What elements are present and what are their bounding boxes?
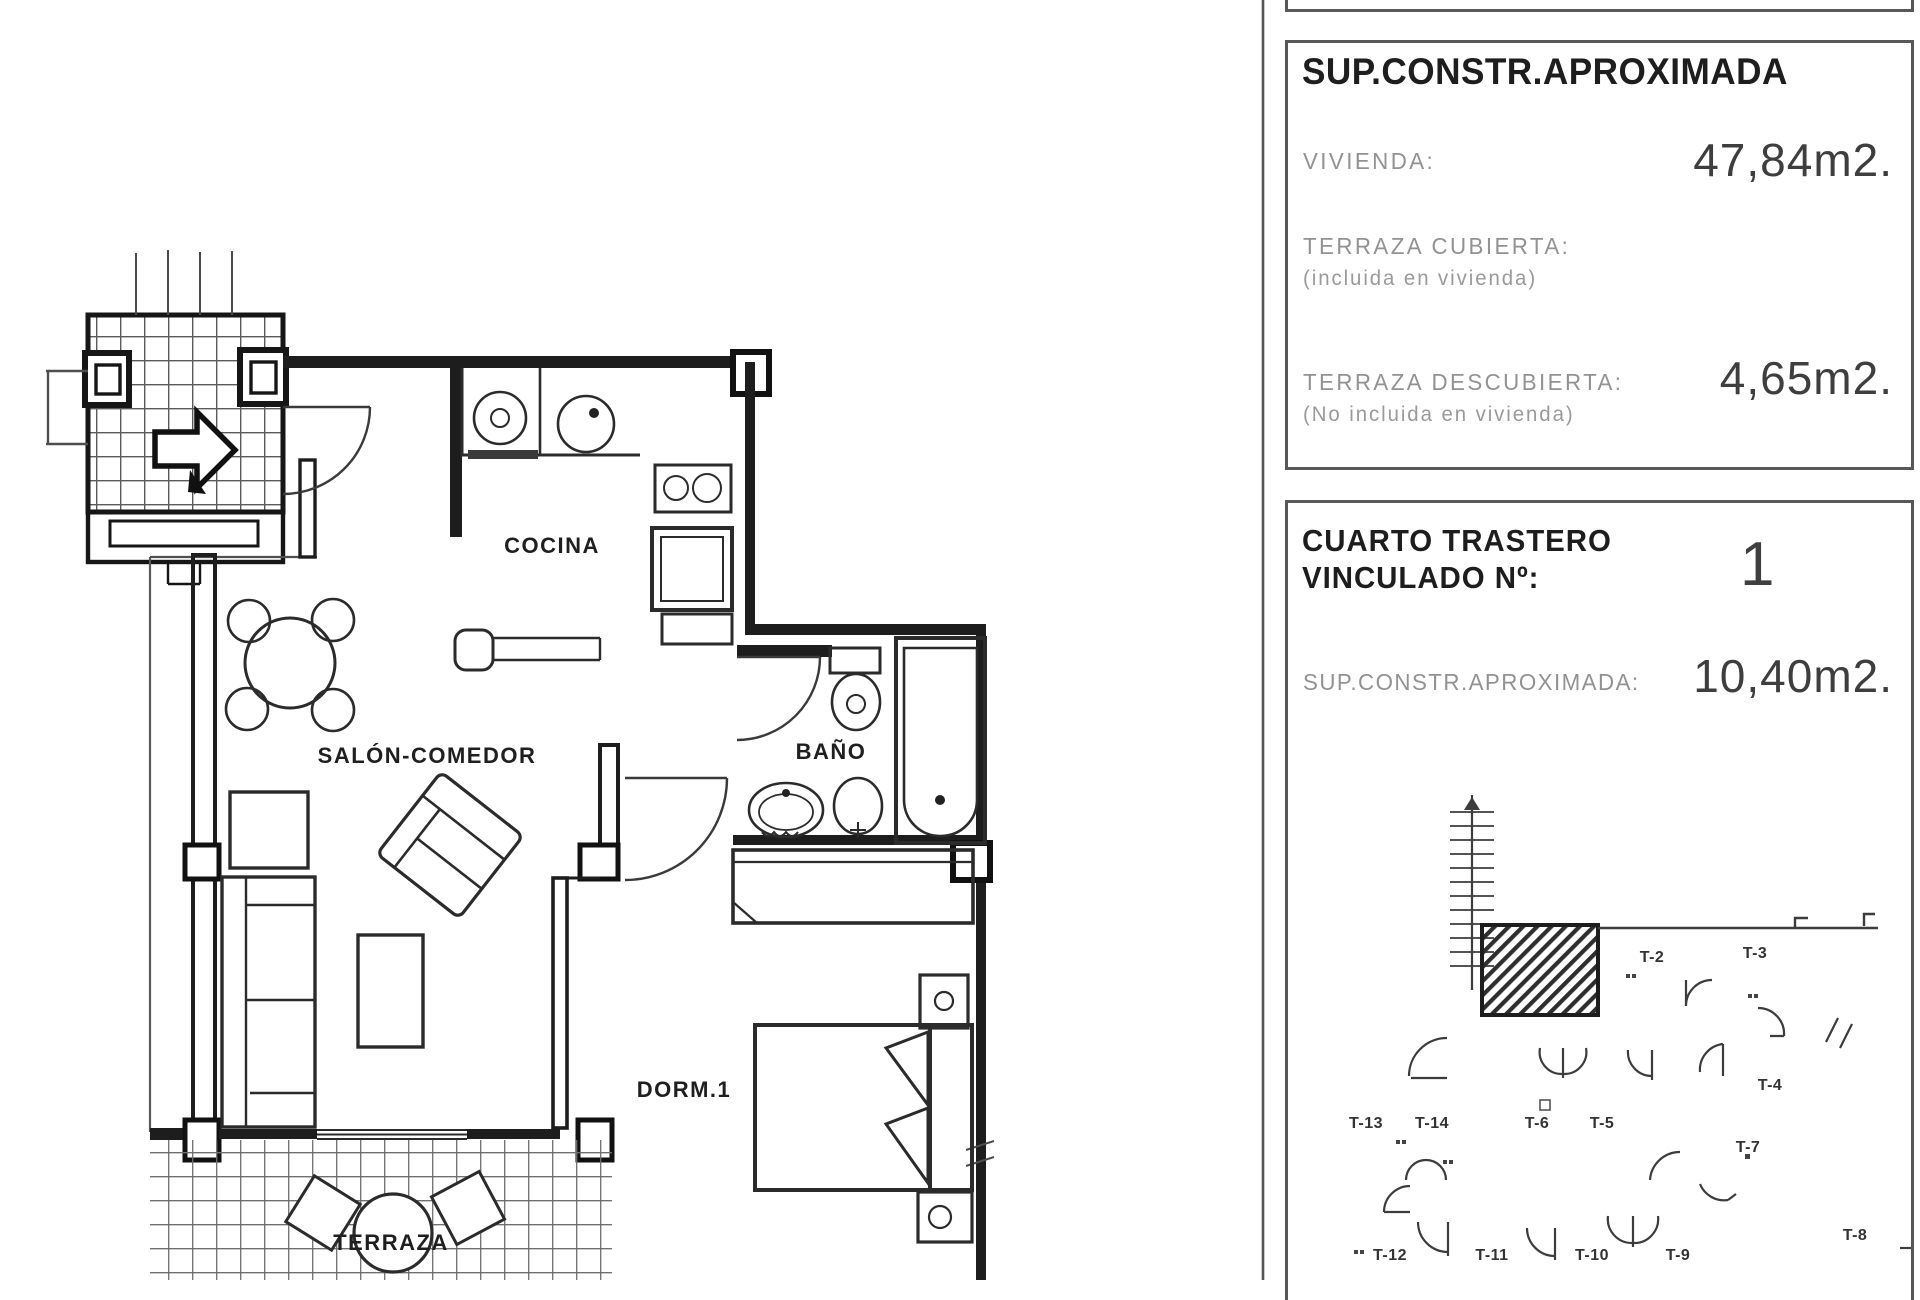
fridge bbox=[650, 526, 734, 612]
bed bbox=[753, 1023, 974, 1192]
vivienda-label: VIVIENDA: bbox=[1303, 148, 1436, 174]
nightstand-2 bbox=[916, 1190, 974, 1244]
trastero-title-line1: CUARTO TRASTERO bbox=[1302, 523, 1612, 558]
sideboard bbox=[453, 628, 602, 672]
washbasin-icon bbox=[747, 781, 825, 839]
room-label-bedroom: DORM.1 bbox=[637, 1077, 732, 1102]
unit-label: T-12 bbox=[1373, 1247, 1407, 1264]
door-arcs bbox=[282, 405, 822, 882]
room-label-kitchen: COCINA bbox=[504, 533, 600, 558]
armchair bbox=[378, 773, 522, 917]
vivienda-value: 47,84m2. bbox=[1693, 134, 1893, 186]
surface-summary-box: SUP.CONSTR.APROXIMADA VIVIENDA: 47,84m2.… bbox=[1285, 40, 1914, 470]
entry-arrow-icon bbox=[152, 405, 239, 495]
unit-label: T-13 bbox=[1349, 1115, 1383, 1132]
stairwell bbox=[46, 250, 317, 586]
terraza-cubierta-note: (incluida en vivienda) bbox=[1303, 267, 1538, 290]
unit-label: T-7 bbox=[1736, 1139, 1761, 1156]
terrace bbox=[150, 1140, 612, 1280]
coffee-table bbox=[356, 933, 425, 1049]
mini-siteplan: T-2 T-3 T-4 T-5 T-6 T-7 T-8 T-9 T-10 T-1… bbox=[1349, 795, 1912, 1264]
trastero-number: 1 bbox=[1740, 530, 1775, 599]
washer-icon bbox=[472, 390, 528, 446]
bedroom-furniture bbox=[731, 848, 975, 1244]
panel-title: SUP.CONSTR.APROXIMADA bbox=[1302, 51, 1788, 92]
unit-label: T-10 bbox=[1575, 1247, 1609, 1264]
unit-label: T-2 bbox=[1640, 949, 1665, 966]
toilet-icon bbox=[828, 646, 882, 732]
terrace-chair bbox=[283, 1173, 363, 1253]
side-table bbox=[228, 790, 310, 870]
bathroom-fixtures bbox=[747, 636, 987, 845]
trastero-highlight bbox=[1480, 923, 1600, 1017]
dining-table bbox=[243, 616, 337, 710]
room-label-terrace: TERRAZA bbox=[333, 1230, 449, 1255]
sink-unit bbox=[653, 463, 733, 514]
unit-label: T-8 bbox=[1843, 1227, 1868, 1244]
entry-door-arc bbox=[282, 405, 372, 496]
unit-label: T-5 bbox=[1590, 1115, 1615, 1132]
unit-label: T-6 bbox=[1525, 1115, 1550, 1132]
mini-stairs-icon bbox=[1450, 795, 1494, 990]
terraza-descubierta-value: 4,65m2. bbox=[1719, 352, 1893, 404]
trastero-sup-value: 10,40m2. bbox=[1693, 650, 1893, 702]
bathtub-icon bbox=[894, 636, 987, 845]
terrace-chair bbox=[429, 1169, 507, 1247]
bath-door-arc bbox=[736, 655, 822, 742]
bedroom-door-arc bbox=[624, 776, 729, 882]
nightstand bbox=[918, 973, 970, 1030]
terraza-descubierta-note: (No incluida en vivienda) bbox=[1303, 403, 1575, 426]
sofa bbox=[220, 875, 317, 1129]
unit-label: T-4 bbox=[1758, 1077, 1783, 1094]
unit-label: T-9 bbox=[1666, 1247, 1691, 1264]
terrace-table bbox=[352, 1192, 434, 1274]
unit-label: T-14 bbox=[1415, 1115, 1449, 1132]
wardrobe bbox=[731, 848, 975, 925]
terraza-descubierta-label: TERRAZA DESCUBIERTA: bbox=[1303, 369, 1624, 395]
trastero-title-line2: VINCULADO Nº: bbox=[1302, 560, 1540, 595]
room-label-living: SALÓN-COMEDOR bbox=[318, 743, 537, 768]
kitchen-fixtures bbox=[460, 368, 734, 646]
walls bbox=[148, 349, 995, 1280]
trastero-sup-label: SUP.CONSTR.APROXIMADA: bbox=[1303, 669, 1640, 695]
cabinet bbox=[660, 612, 734, 646]
trastero-box: CUARTO TRASTERO VINCULADO Nº: 1 SUP.CONS… bbox=[1285, 500, 1914, 1300]
unit-label: T-3 bbox=[1743, 945, 1768, 962]
room-label-bath: BAÑO bbox=[796, 739, 867, 764]
terraza-cubierta-label: TERRAZA CUBIERTA: bbox=[1303, 233, 1571, 259]
unit-label: T-11 bbox=[1475, 1247, 1508, 1264]
bidet-icon bbox=[832, 776, 884, 838]
panel-box-top-sliver bbox=[1285, 0, 1914, 12]
hob-icon bbox=[556, 394, 616, 454]
living-furniture bbox=[220, 597, 602, 1129]
